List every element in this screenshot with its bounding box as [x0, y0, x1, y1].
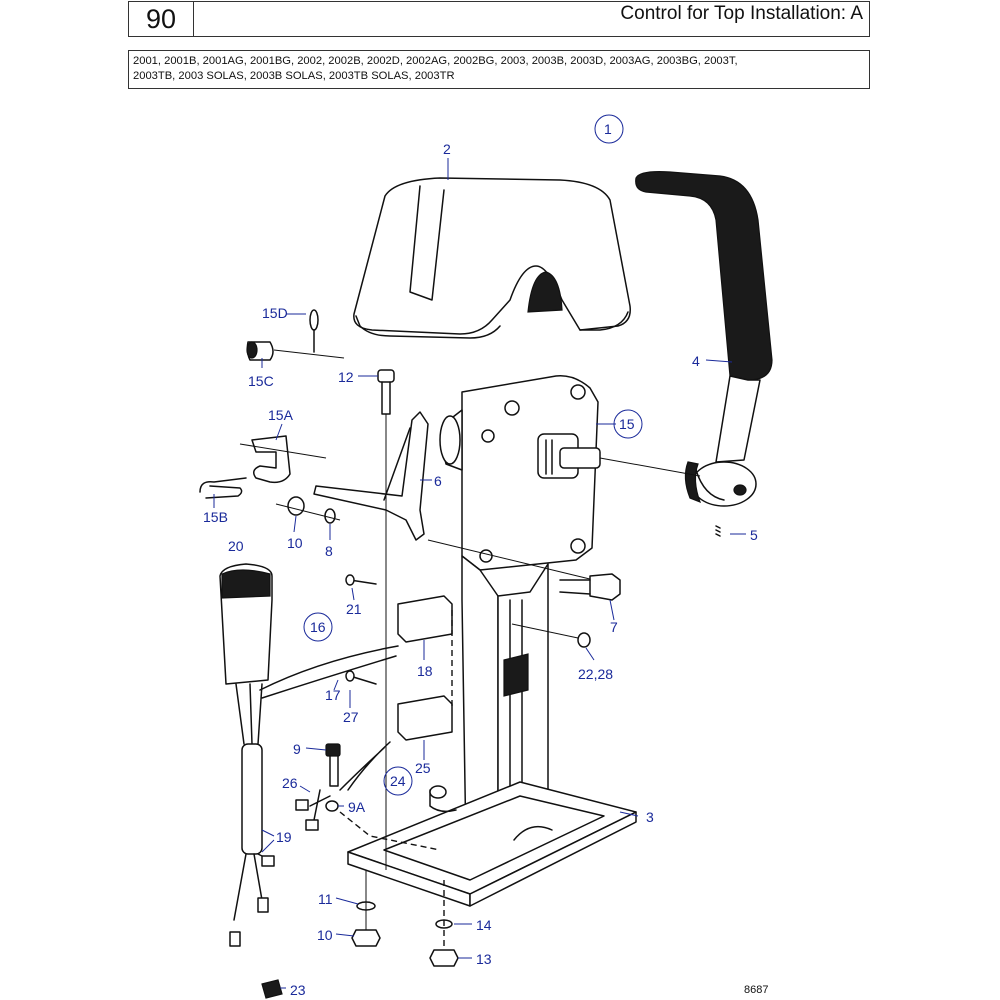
callout-12: 12 — [338, 369, 354, 385]
cover-part — [353, 177, 631, 339]
callout-20: 20 — [228, 538, 244, 554]
callout-18: 18 — [417, 663, 433, 679]
model-list: 2001, 2001B, 2001AG, 2001BG, 2002, 2002B… — [128, 50, 870, 89]
control-housing-part — [439, 375, 701, 571]
callout-15d: 15D — [262, 305, 288, 321]
callout-27: 27 — [343, 709, 359, 725]
callout-7: 7 — [610, 619, 618, 635]
callout-9: 9 — [293, 741, 301, 757]
callout-1: 1 — [604, 121, 612, 137]
hardware-parts — [199, 309, 721, 999]
header-box: 90 Control for Top Installation: A — [128, 1, 870, 37]
callout-3: 3 — [646, 809, 654, 825]
callout-11: 11 — [318, 891, 333, 907]
callout-5: 5 — [750, 527, 758, 543]
callout-10-upper: 10 — [287, 535, 303, 551]
bracket-part — [313, 411, 429, 541]
callout-circle-15 — [613, 409, 643, 439]
page-title: Control for Top Installation: A — [620, 3, 863, 24]
callout-14: 14 — [476, 917, 492, 933]
callout-15a: 15A — [268, 407, 294, 423]
drawing-number: 8687 — [744, 984, 769, 996]
callout-15c: 15C — [248, 373, 274, 389]
callout-15b: 15B — [203, 509, 228, 525]
page-number: 90 — [129, 2, 194, 36]
leader-lines — [213, 158, 746, 989]
callout-circle-16 — [303, 612, 333, 642]
callout-8: 8 — [325, 543, 333, 559]
wiring-harness-part — [219, 563, 441, 947]
callout-24: 24 — [390, 773, 406, 789]
callout-25: 25 — [415, 760, 431, 776]
callout-10-lower: 10 — [317, 927, 333, 943]
callout-23: 23 — [290, 982, 306, 998]
callout-16: 16 — [310, 619, 326, 635]
callout-19: 19 — [276, 829, 292, 845]
callout-22-28: 22,28 — [578, 666, 613, 682]
callout-2: 2 — [443, 141, 451, 157]
callout-21: 21 — [346, 601, 362, 617]
callout-26: 26 — [282, 775, 298, 791]
callout-15: 15 — [619, 416, 635, 432]
callout-4: 4 — [692, 353, 700, 369]
column-and-base-part — [347, 555, 637, 907]
callout-13: 13 — [476, 951, 492, 967]
callout-17: 17 — [325, 687, 341, 703]
lever-handle-part — [635, 171, 773, 507]
callout-circle-24 — [383, 766, 413, 796]
callout-6: 6 — [434, 473, 442, 489]
callout-circle-1 — [594, 114, 624, 144]
callout-9a: 9A — [348, 799, 366, 815]
